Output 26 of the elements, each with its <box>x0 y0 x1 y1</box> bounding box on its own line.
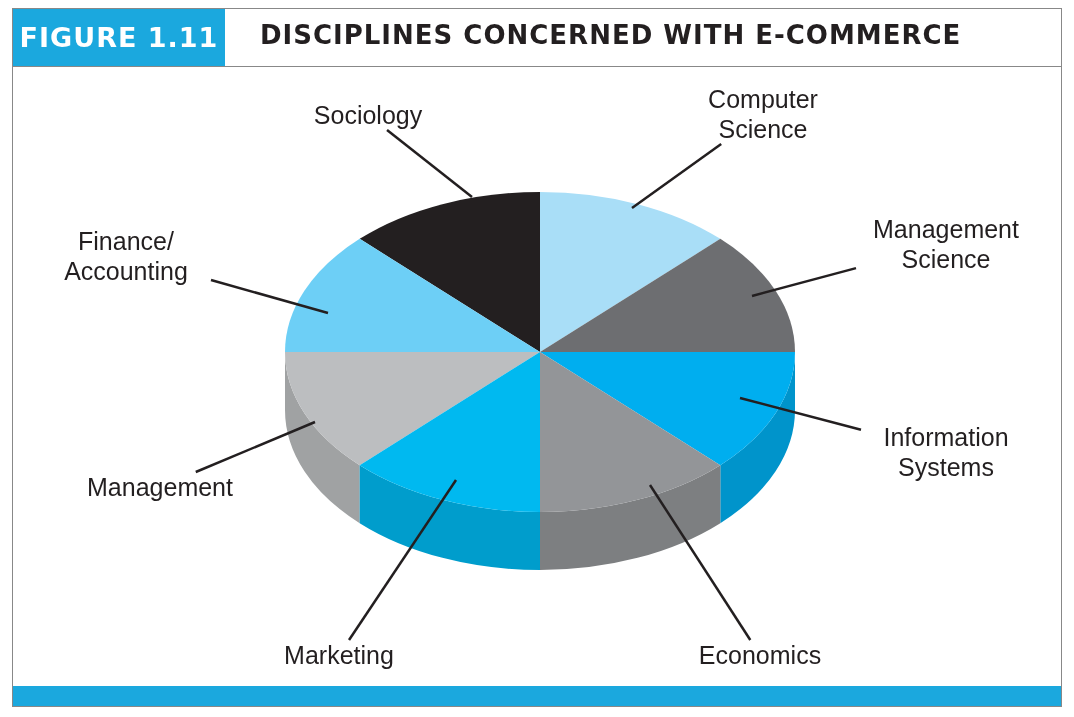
leader-line <box>648 484 752 641</box>
discipline-label: Management <box>87 472 233 502</box>
pie-slice <box>359 192 540 352</box>
pie-slice <box>285 238 540 352</box>
figure-number-tab: FIGURE 1.11 <box>13 9 225 66</box>
pie-slice <box>285 352 540 524</box>
pie-slice <box>540 238 795 352</box>
pie-slice <box>540 352 795 524</box>
pie-slice <box>359 352 540 570</box>
discipline-label: Marketing <box>284 640 394 670</box>
discipline-label: Information Systems <box>861 422 1031 482</box>
leader-line <box>195 420 316 474</box>
discipline-label: Computer Science <box>688 84 838 144</box>
discipline-label: Economics <box>698 640 822 670</box>
discipline-label: Finance/ Accounting <box>41 226 211 286</box>
leader-line <box>210 278 329 315</box>
leader-line <box>386 129 473 198</box>
discipline-label: Management Science <box>856 214 1036 274</box>
pie-slice <box>540 352 721 570</box>
leader-line <box>751 266 857 298</box>
leader-line <box>739 396 862 431</box>
leader-line <box>631 143 722 209</box>
discipline-label: Sociology <box>313 100 423 130</box>
figure-title: DISCIPLINES CONCERNED WITH E-COMMERCE <box>260 20 962 50</box>
leader-line <box>348 479 458 641</box>
pie-slice <box>540 192 721 352</box>
